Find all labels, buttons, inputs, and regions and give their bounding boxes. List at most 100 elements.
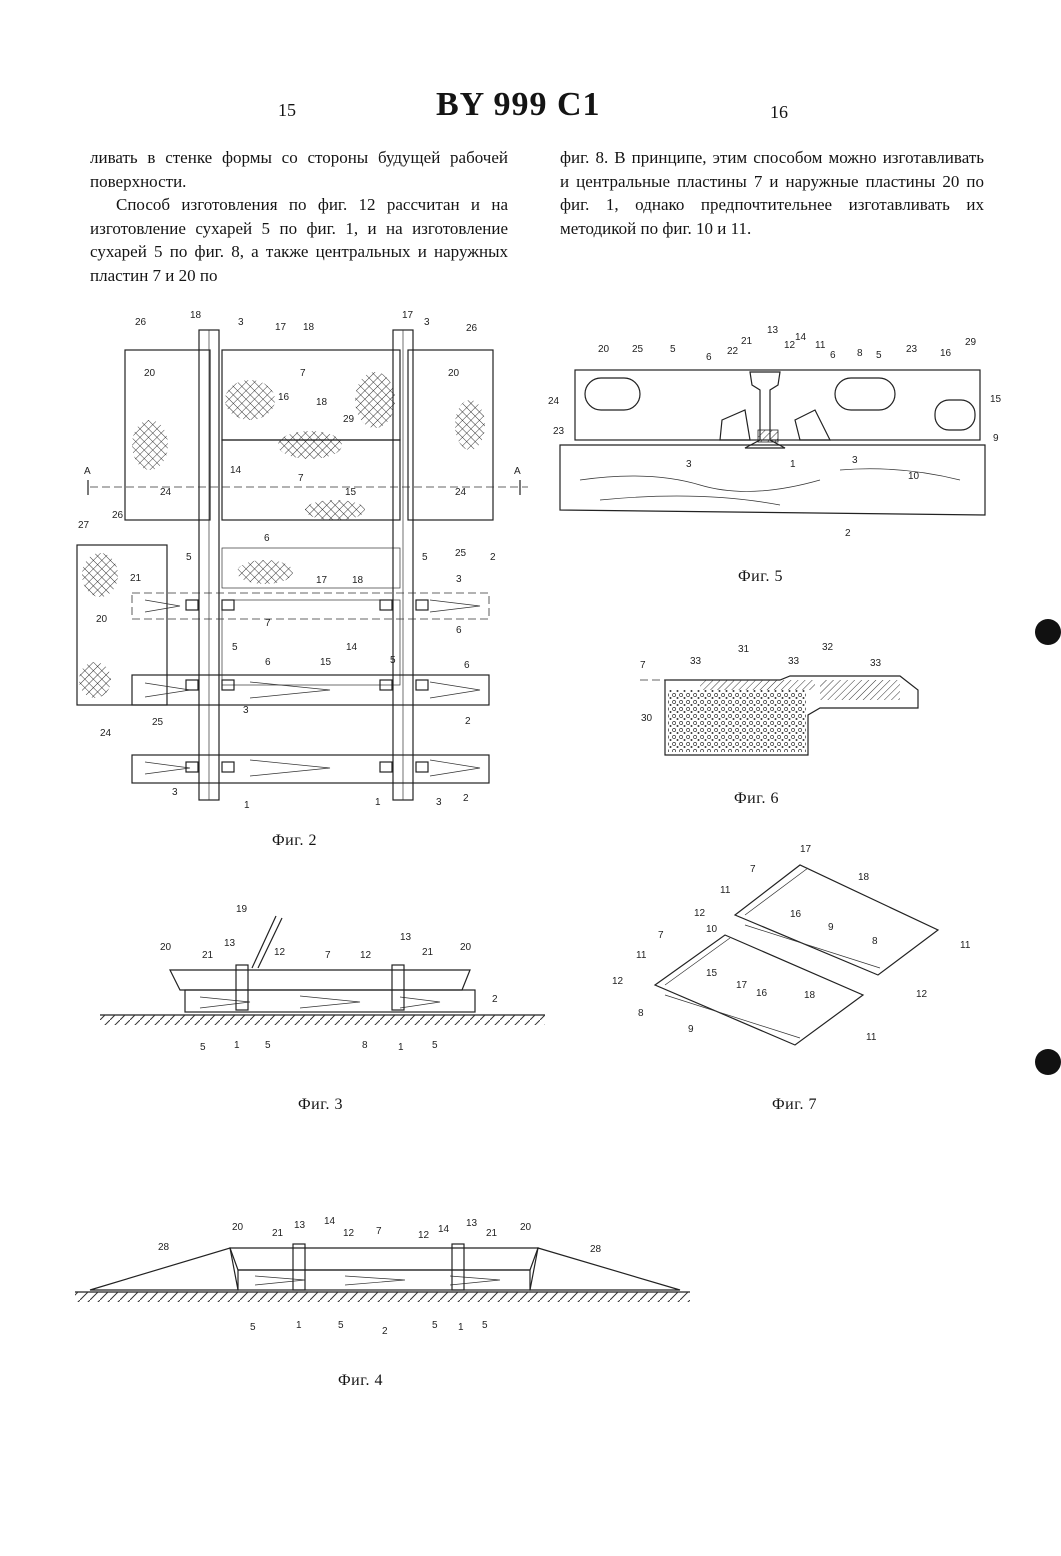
svg-text:13: 13 [400, 932, 412, 943]
svg-text:20: 20 [460, 942, 472, 953]
figure-5-drawing: 20255 62221 131412 1168 52316 292415 239… [548, 325, 1002, 539]
svg-text:24: 24 [455, 487, 467, 498]
svg-text:1: 1 [296, 1320, 302, 1331]
svg-text:17: 17 [800, 844, 812, 855]
svg-text:14: 14 [795, 332, 807, 343]
svg-text:2: 2 [465, 716, 471, 727]
svg-text:7: 7 [640, 660, 646, 671]
svg-text:33: 33 [690, 656, 702, 667]
svg-text:33: 33 [870, 658, 882, 669]
svg-text:7: 7 [750, 864, 756, 875]
svg-text:25: 25 [632, 344, 644, 355]
svg-text:15: 15 [345, 487, 357, 498]
svg-text:26: 26 [466, 323, 478, 334]
svg-text:12: 12 [612, 976, 624, 987]
svg-text:21: 21 [486, 1228, 498, 1239]
svg-text:3: 3 [686, 459, 692, 470]
svg-text:32: 32 [822, 642, 834, 653]
svg-text:20: 20 [160, 942, 172, 953]
figure-7-drawing: 17718 111216 1098 11117 151716 18128 912… [612, 844, 971, 1045]
svg-text:21: 21 [272, 1228, 284, 1239]
svg-text:3: 3 [436, 797, 442, 808]
svg-text:14: 14 [230, 465, 242, 476]
svg-text:24: 24 [548, 396, 560, 407]
svg-text:5: 5 [265, 1040, 271, 1051]
svg-text:10: 10 [706, 924, 718, 935]
svg-text:5: 5 [232, 642, 238, 653]
svg-text:24: 24 [160, 487, 172, 498]
svg-text:14: 14 [438, 1224, 450, 1235]
svg-text:18: 18 [303, 322, 315, 333]
figure-6-drawing: 73331 333233 30 [640, 642, 918, 755]
svg-text:2: 2 [845, 528, 851, 539]
svg-text:14: 14 [324, 1216, 336, 1227]
svg-text:5: 5 [390, 655, 396, 666]
svg-text:24: 24 [100, 728, 112, 739]
svg-text:11: 11 [815, 340, 826, 351]
svg-text:7: 7 [265, 618, 271, 629]
svg-text:6: 6 [456, 625, 462, 636]
svg-text:25: 25 [152, 717, 164, 728]
svg-text:2: 2 [490, 552, 496, 563]
svg-text:6: 6 [464, 660, 470, 671]
svg-text:17: 17 [402, 310, 414, 321]
svg-text:7: 7 [658, 930, 664, 941]
svg-text:5: 5 [186, 552, 192, 563]
svg-text:13: 13 [224, 938, 236, 949]
svg-text:3: 3 [424, 317, 430, 328]
svg-text:3: 3 [456, 574, 462, 585]
svg-text:9: 9 [688, 1024, 694, 1035]
svg-text:13: 13 [767, 325, 779, 336]
svg-text:16: 16 [756, 988, 768, 999]
svg-text:21: 21 [741, 336, 753, 347]
svg-text:21: 21 [202, 950, 214, 961]
svg-text:20: 20 [520, 1222, 532, 1233]
svg-text:22: 22 [727, 346, 739, 357]
svg-text:7: 7 [300, 368, 306, 379]
svg-text:5: 5 [200, 1042, 206, 1053]
figure-3-drawing: 192021 13127 121321 202 515 815 [100, 904, 545, 1053]
svg-text:11: 11 [636, 950, 647, 961]
svg-text:21: 21 [422, 947, 434, 958]
svg-text:8: 8 [638, 1008, 644, 1019]
svg-text:17: 17 [316, 575, 328, 586]
svg-text:30: 30 [641, 713, 653, 724]
svg-text:6: 6 [706, 352, 712, 363]
svg-text:16: 16 [278, 392, 290, 403]
svg-text:1: 1 [790, 459, 796, 470]
svg-text:18: 18 [804, 990, 816, 1001]
svg-text:9: 9 [828, 922, 834, 933]
svg-text:1: 1 [375, 797, 381, 808]
svg-text:7: 7 [298, 473, 304, 484]
svg-text:26: 26 [112, 510, 124, 521]
svg-text:14: 14 [346, 642, 358, 653]
section-mark-right: A [514, 466, 521, 477]
svg-text:33: 33 [788, 656, 800, 667]
svg-text:12: 12 [274, 947, 286, 958]
svg-text:2: 2 [382, 1326, 388, 1337]
svg-text:23: 23 [906, 344, 918, 355]
svg-text:5: 5 [670, 344, 676, 355]
svg-text:7: 7 [325, 950, 331, 961]
svg-text:29: 29 [965, 337, 977, 348]
figure-2-caption: Фиг. 2 [272, 832, 317, 850]
svg-text:1: 1 [458, 1322, 464, 1333]
section-mark-left: A [84, 466, 91, 477]
figure-2-drawing: A A 1831718 1732626 20720 161829 14715 2… [77, 310, 528, 811]
figure-4-drawing: 282021 131412 71214 132120 28 515 251 5 [75, 1216, 690, 1337]
svg-text:2: 2 [492, 994, 498, 1005]
svg-text:5: 5 [432, 1320, 438, 1331]
svg-text:5: 5 [338, 1320, 344, 1331]
svg-text:1: 1 [398, 1042, 404, 1053]
svg-text:5: 5 [432, 1040, 438, 1051]
svg-text:25: 25 [455, 548, 467, 559]
svg-text:11: 11 [720, 885, 731, 896]
svg-text:5: 5 [250, 1322, 256, 1333]
svg-text:3: 3 [852, 455, 858, 466]
svg-text:8: 8 [857, 348, 863, 359]
svg-text:28: 28 [158, 1242, 170, 1253]
svg-text:11: 11 [960, 940, 971, 951]
svg-text:20: 20 [96, 614, 108, 625]
svg-text:13: 13 [466, 1218, 478, 1229]
